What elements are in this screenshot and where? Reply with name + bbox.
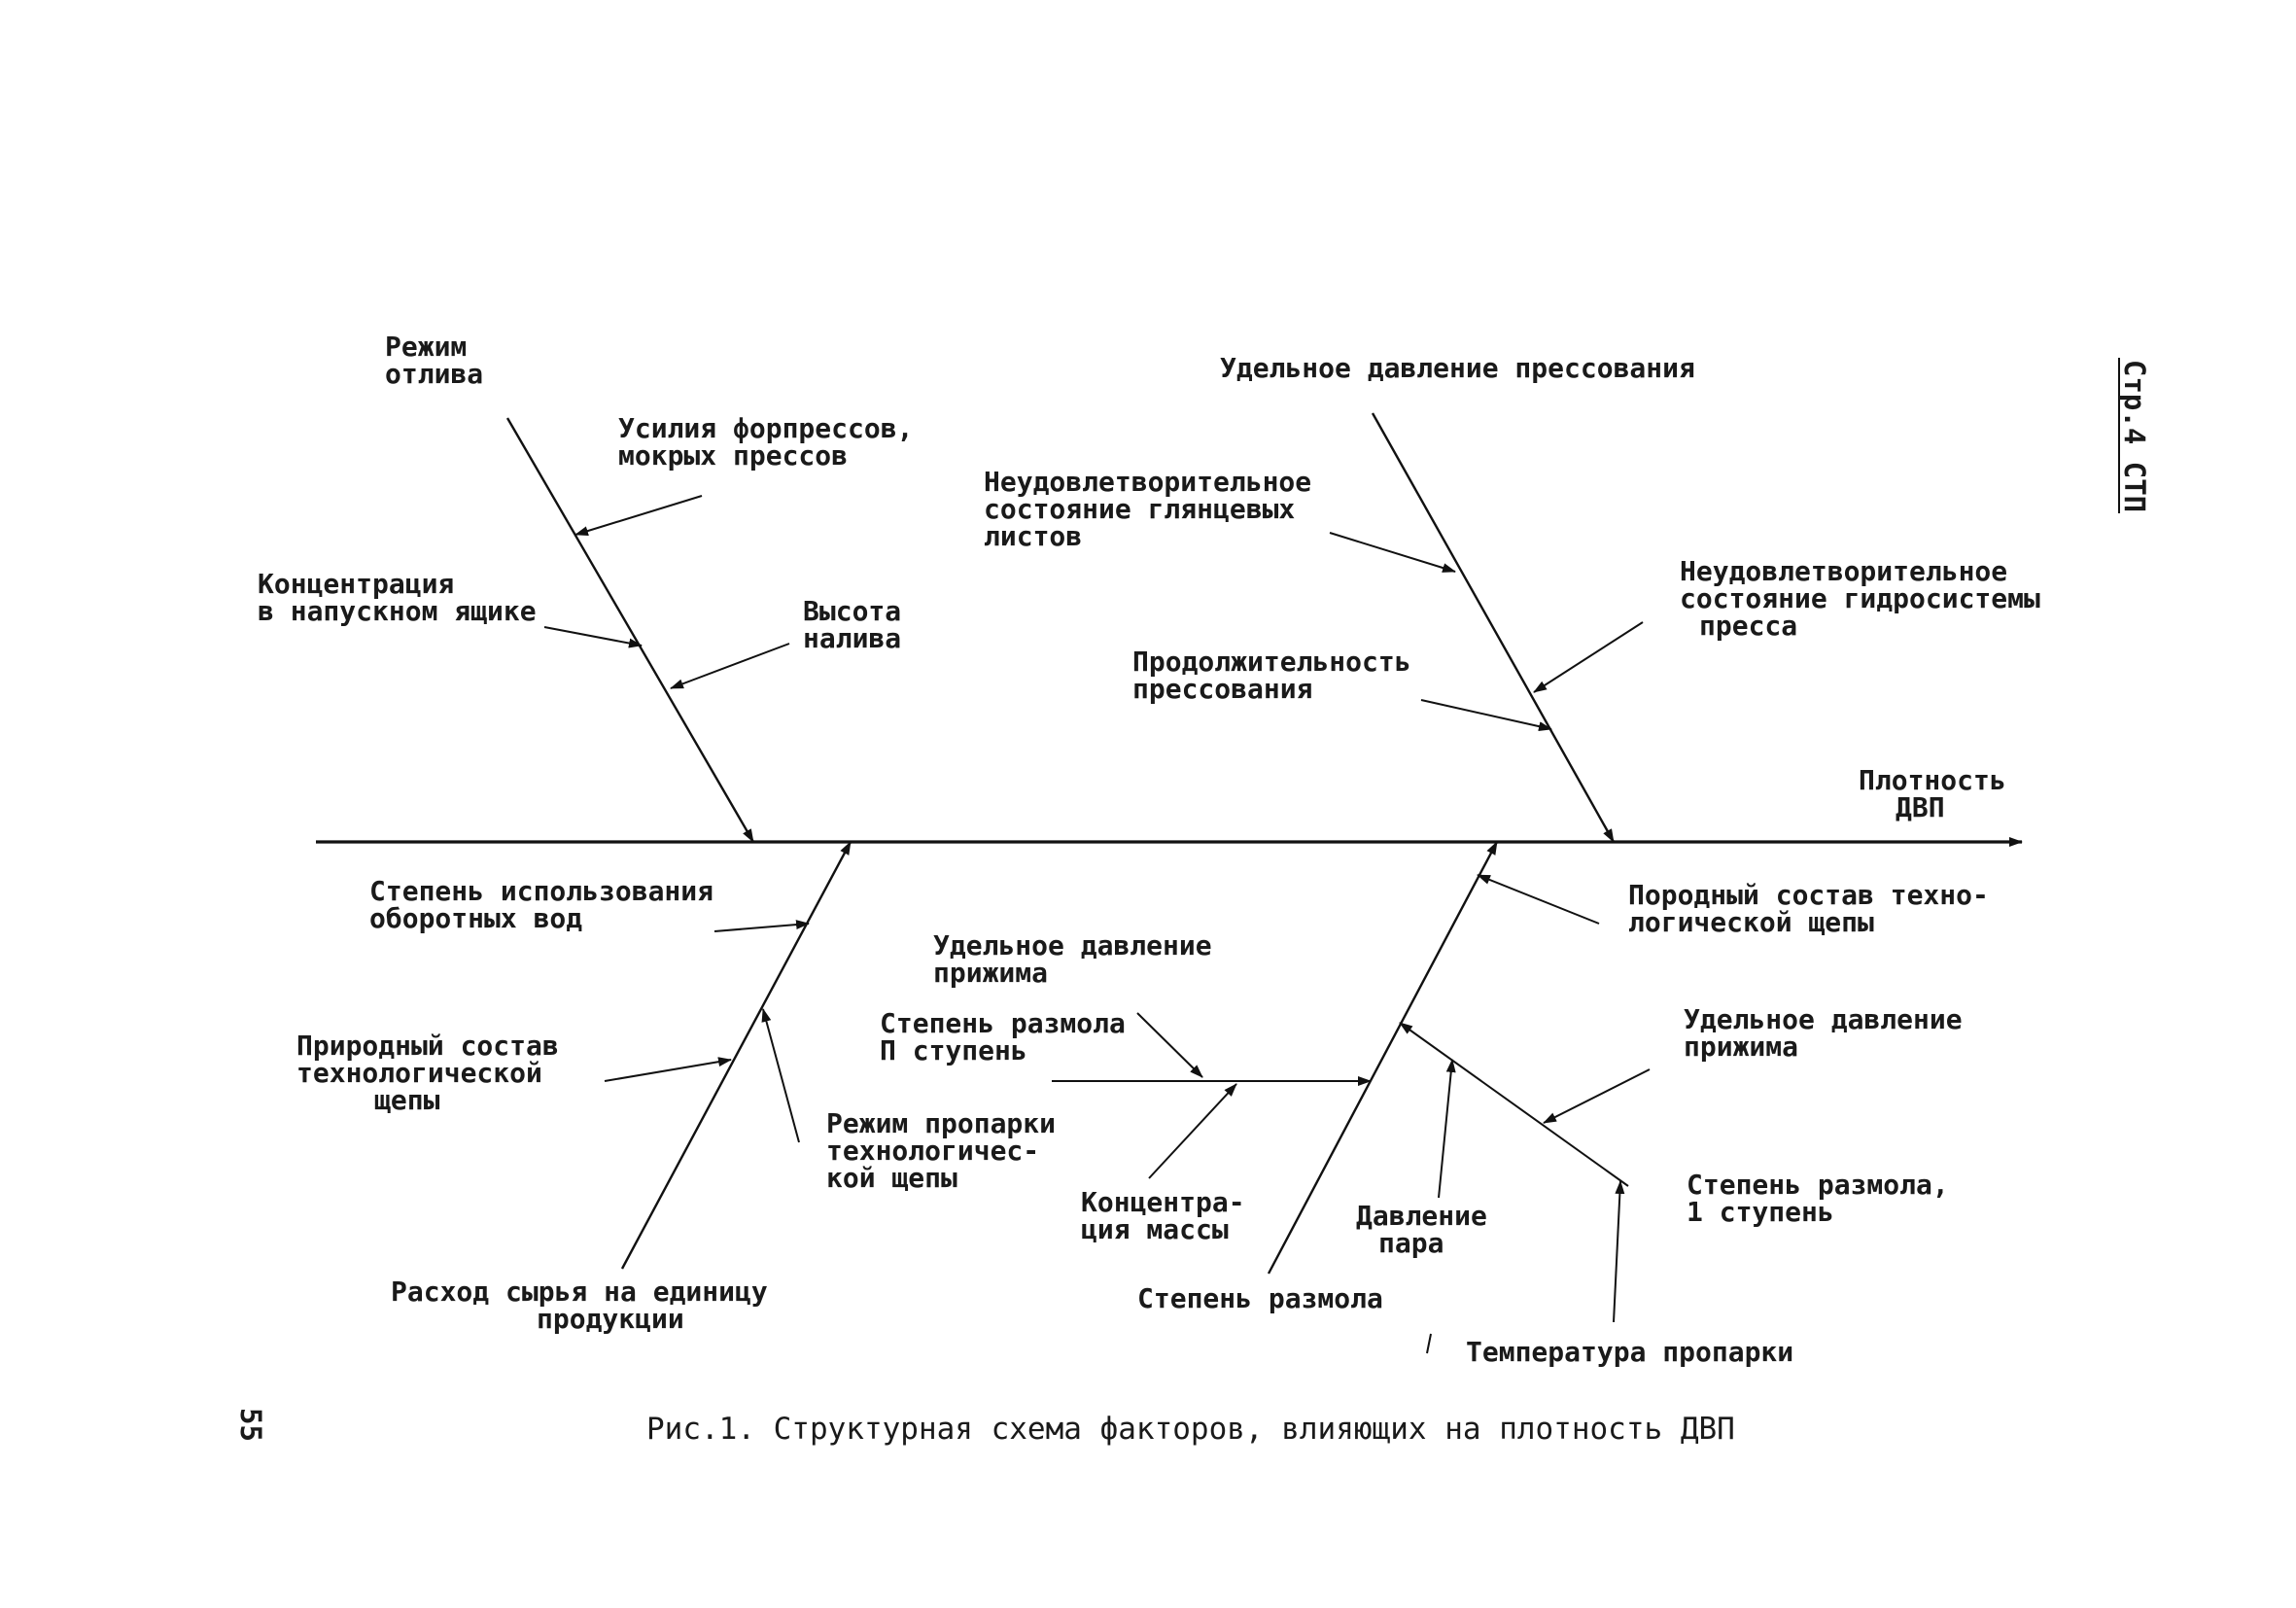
arrow-vysota-naliva bbox=[670, 643, 790, 689]
label-raskhod-syrya: Расход сырья на единицу продукции bbox=[391, 1276, 784, 1335]
arrow-ud-davlenie-prizhima-1 bbox=[1136, 1012, 1203, 1078]
label-glyancevye-listy: Неудовлетворительное состояние глянцевых… bbox=[984, 466, 1328, 552]
bone-raskhod-syrya bbox=[620, 841, 852, 1270]
arrow-gidrosistema bbox=[1533, 621, 1644, 693]
label-rezhim-otliva: Режим отлива bbox=[385, 331, 483, 390]
page-number: 55 bbox=[234, 1408, 267, 1442]
label-razmol-1: Степень размола, 1 ступень bbox=[1687, 1169, 1966, 1228]
label-prirodnyi-sostav: Природный состав технологической щепы bbox=[296, 1030, 575, 1116]
label-stepen-razmola: Степень размола bbox=[1137, 1282, 1383, 1314]
label-koncentraciya-massy: Концентра- ция массы bbox=[1081, 1186, 1261, 1245]
arrow-koncentraciya-yashchik bbox=[543, 626, 643, 648]
tick-mark bbox=[1426, 1333, 1432, 1354]
label-porodnyi-sostav: Породный состав техно- логической щепы bbox=[1628, 879, 2005, 938]
arrow-rezhim-proparki bbox=[761, 1008, 800, 1143]
label-ud-davlenie-pressovaniya: Удельное давление прессования bbox=[1220, 352, 1695, 384]
label-prodolzhitelnost: Продолжительность прессования bbox=[1132, 646, 1427, 705]
arrow-prirodnyi-sostav bbox=[604, 1057, 732, 1082]
arrow-koncentraciya-massy bbox=[1148, 1083, 1237, 1179]
label-effect: Плотность ДВП bbox=[1859, 764, 2023, 823]
arrow-usiliya bbox=[574, 495, 703, 536]
side-label: Стр.4 СТП bbox=[2118, 360, 2151, 512]
arrow-temperatura bbox=[1613, 1180, 1625, 1323]
label-usiliya: Усилия форпрессов, мокрых прессов bbox=[618, 412, 929, 472]
figure-caption: Рис.1. Структурная схема факторов, влияю… bbox=[646, 1412, 1735, 1447]
branch-razmol-1 bbox=[1399, 1022, 1629, 1187]
label-koncentraciya-yashchik: Концентрация в напускном ящике bbox=[258, 568, 537, 627]
label-ud-davlenie-prizhima-2: Удельное давление прижима bbox=[1684, 1003, 1978, 1063]
label-temperatura: Температура пропарки bbox=[1466, 1336, 1793, 1368]
arrow-ud-davlenie-prizhima-2 bbox=[1543, 1068, 1651, 1124]
bone-pressovanie bbox=[1371, 412, 1616, 843]
arrow-prodolzhitelnost bbox=[1420, 699, 1552, 732]
arrow-oborotnye-vody bbox=[713, 920, 810, 932]
bone-stepen-razmola bbox=[1267, 841, 1499, 1275]
bone-rezhim-otliva bbox=[505, 417, 755, 843]
label-oborotnye-vody: Степень использования оборотных вод bbox=[369, 875, 730, 934]
arrow-davlenie-para bbox=[1438, 1059, 1456, 1199]
arrow-glyancevye-listy bbox=[1329, 532, 1456, 573]
arrow-porodnyi-sostav bbox=[1477, 874, 1600, 925]
label-vysota-naliva: Высота налива bbox=[803, 595, 918, 654]
side-label-group: Стр.4 СТП bbox=[2118, 358, 2151, 513]
label-gidrosistema: Неудовлетворительное состояние гидросист… bbox=[1680, 555, 2057, 642]
label-davlenie-para: Давление пара bbox=[1356, 1200, 1504, 1259]
label-ud-davlenie-prizhima-1: Удельное давление прижима bbox=[933, 929, 1228, 989]
label-rezhim-proparki: Режим пропарки технологичес- кой щепы bbox=[826, 1107, 1072, 1194]
label-razmol-2: Степень размола П ступень bbox=[880, 1007, 1142, 1066]
